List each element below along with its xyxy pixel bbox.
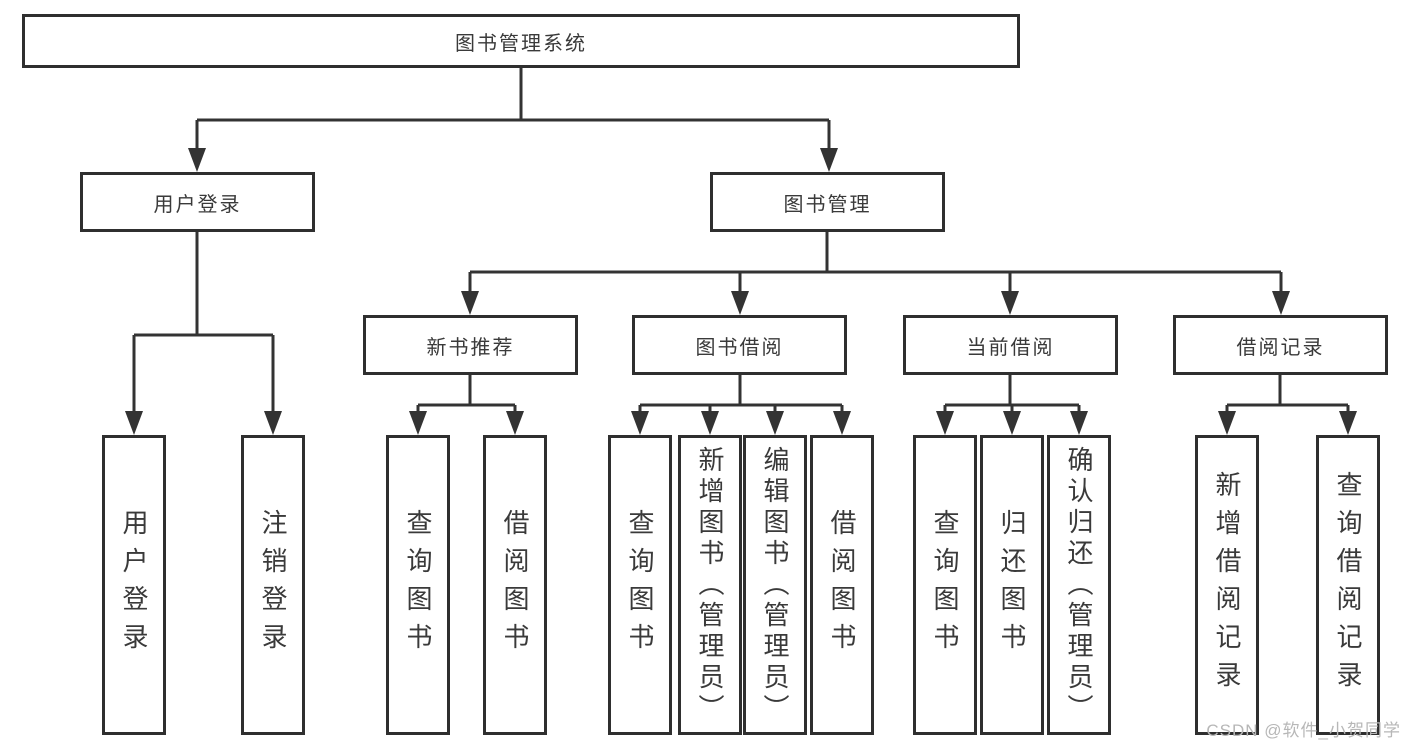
node-current-borrow: 当前借阅 (903, 315, 1118, 375)
connector-borrow-to-leaves (638, 375, 844, 413)
leaf-edit-books-admin: 编辑图书（管理员） (743, 435, 807, 735)
node-root-library-system: 图书管理系统 (22, 14, 1020, 68)
leaf-query-books-current: 查询图书 (913, 435, 977, 735)
arrowheads (125, 148, 1357, 435)
node-user-login: 用户登录 (80, 172, 315, 232)
leaf-borrow-books: 借阅图书 (810, 435, 874, 735)
leaf-add-borrow-record: 新增借阅记录 (1195, 435, 1259, 735)
leaf-borrow-books-recommend: 借阅图书 (483, 435, 547, 735)
leaf-add-books-admin: 新增图书（管理员） (678, 435, 742, 735)
leaf-confirm-return-admin: 确认归还（管理员） (1047, 435, 1111, 735)
connector-newbook-to-leaves (416, 375, 517, 413)
leaf-query-books-borrow: 查询图书 (608, 435, 672, 735)
connector-root-to-level2 (195, 68, 831, 150)
leaf-return-books: 归还图书 (980, 435, 1044, 735)
connector-records-to-leaves (1225, 375, 1350, 413)
node-book-management: 图书管理 (710, 172, 945, 232)
leaf-logout: 注销登录 (241, 435, 305, 735)
connector-userlogin-to-leaves (132, 232, 275, 413)
node-book-borrow: 图书借阅 (632, 315, 847, 375)
connector-bookmgmt-to-level3 (468, 232, 1283, 293)
leaf-query-borrow-record: 查询借阅记录 (1316, 435, 1380, 735)
connector-current-to-leaves (943, 375, 1081, 413)
leaf-user-login: 用户登录 (102, 435, 166, 735)
node-borrow-records: 借阅记录 (1173, 315, 1388, 375)
watermark-text: CSDN @软件_小贺同学 (1206, 721, 1401, 740)
leaf-query-books-recommend: 查询图书 (386, 435, 450, 735)
node-new-book-recommend: 新书推荐 (363, 315, 578, 375)
